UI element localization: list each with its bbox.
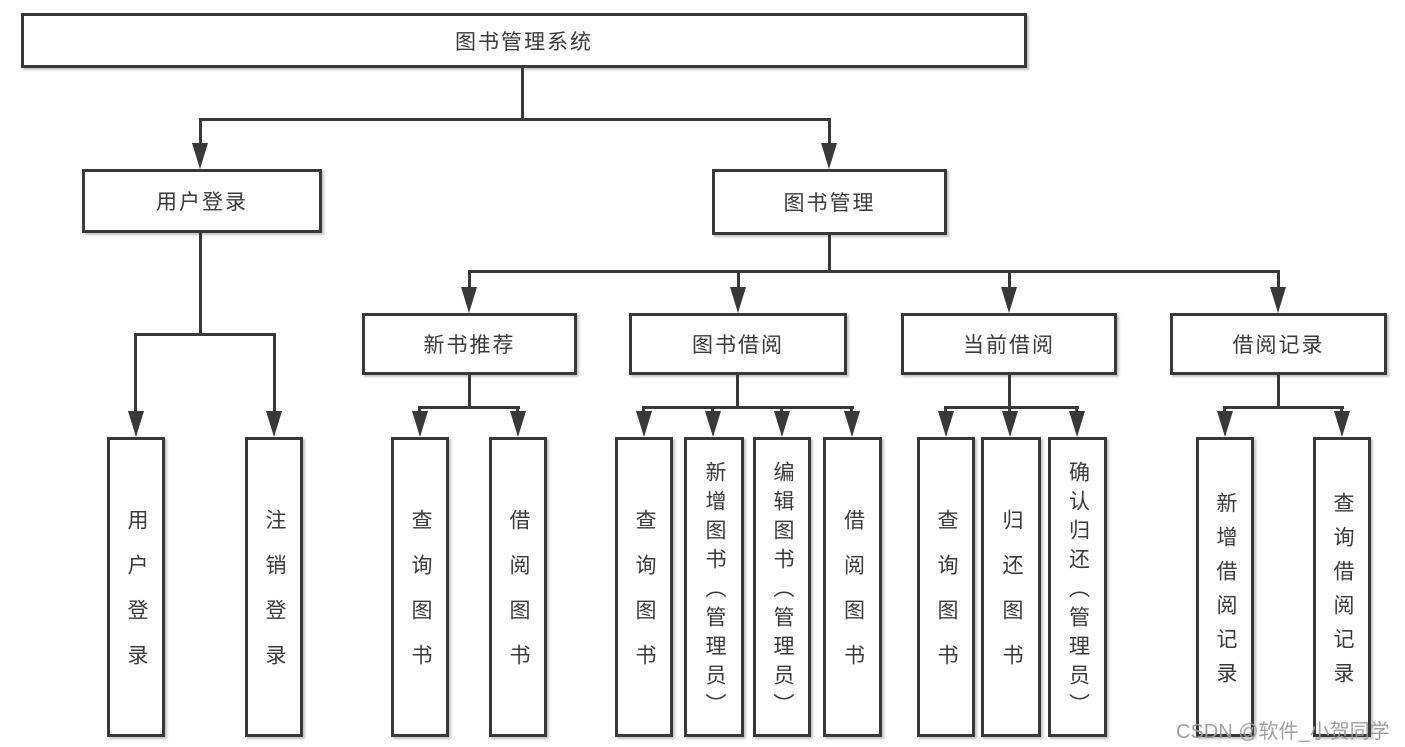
leaf-query-borrow-record: 查询借阅记录: [1313, 437, 1371, 737]
node-book-borrowing: 图书借阅: [629, 313, 847, 375]
connector-group3-horizontal: [643, 406, 854, 409]
arrowhead-new-books: [461, 287, 477, 313]
connector-group1-horizontal: [134, 333, 276, 336]
connector-group2-vertical: [468, 375, 471, 409]
node-root: 图书管理系统: [21, 13, 1027, 68]
node-book-management: 图书管理: [712, 169, 947, 235]
arrowhead-leaf-login: [128, 411, 144, 437]
leaf-add-books-admin-label: 新增图书（管理员）: [703, 460, 726, 722]
leaf-logout: 注销登录: [245, 437, 303, 737]
node-user-login: 用户登录: [82, 169, 322, 233]
connector-group1-stub-1: [134, 333, 137, 415]
leaf-borrow-books-recommend-label: 借阅图书: [507, 509, 530, 689]
leaf-logout-label: 注销登录: [263, 509, 286, 689]
arrowhead-g3-leaf1: [636, 411, 652, 437]
leaf-borrow-books-recommend: 借阅图书: [489, 437, 547, 737]
node-borrowing-records-label: 借阅记录: [1232, 334, 1325, 357]
leaf-edit-books-admin-label: 编辑图书（管理员）: [771, 460, 794, 722]
leaf-borrow-books-label: 借阅图书: [841, 509, 865, 689]
leaf-borrow-books: 借阅图书: [823, 437, 882, 737]
arrowhead-g5-leaf2: [1334, 411, 1350, 437]
connector-stub-borrowing: [737, 270, 740, 292]
leaf-query-books-current: 查询图书: [917, 437, 975, 737]
connector-stub-current: [1008, 270, 1011, 292]
node-borrowing-records: 借阅记录: [1170, 313, 1387, 375]
node-new-book-recommend-label: 新书推荐: [423, 334, 516, 357]
arrowhead-g4-leaf3: [1069, 411, 1085, 437]
arrowhead-g3-leaf3: [774, 411, 790, 437]
connector-user-login-vertical: [199, 233, 202, 336]
watermark-text: CSDN @软件_小贺同学: [1176, 721, 1390, 743]
connector-group3-vertical: [736, 375, 739, 409]
connector-group2-horizontal: [419, 406, 520, 409]
arrowhead-g5-leaf1: [1217, 411, 1233, 437]
connector-stub-user-login: [199, 118, 202, 148]
arrowhead-current: [1001, 287, 1017, 313]
node-book-borrowing-label: 图书借阅: [692, 334, 784, 357]
node-current-borrowing: 当前借阅: [901, 313, 1117, 375]
leaf-edit-books-admin: 编辑图书（管理员）: [753, 437, 811, 737]
arrowhead-g4-leaf1: [938, 411, 954, 437]
node-book-management-label: 图书管理: [783, 192, 876, 215]
connector-group5-vertical: [1277, 375, 1280, 409]
leaf-return-books: 归还图书: [981, 437, 1041, 737]
connector-group1-stub-2: [273, 333, 276, 415]
leaf-confirm-return-admin-label: 确认归还（管理员）: [1066, 460, 1090, 722]
node-new-book-recommend: 新书推荐: [362, 313, 577, 375]
leaf-return-books-label: 归还图书: [1000, 509, 1023, 689]
connector-root-vertical: [521, 68, 524, 120]
leaf-add-books-admin: 新增图书（管理员）: [684, 437, 744, 737]
node-user-login-label: 用户登录: [156, 191, 248, 214]
node-root-label: 图书管理系统: [455, 30, 593, 54]
leaf-add-borrow-record-label: 新增借阅记录: [1214, 491, 1237, 696]
connector-stub-records: [1277, 270, 1280, 292]
leaf-query-books-recommend: 查询图书: [391, 437, 449, 737]
connector-group4-horizontal: [945, 406, 1079, 409]
leaf-add-borrow-record: 新增借阅记录: [1196, 437, 1254, 737]
connector-stub-book-mgmt: [828, 118, 831, 148]
leaf-query-books-borrowing-label: 查询图书: [633, 509, 656, 689]
arrowhead-g4-leaf2: [1002, 411, 1018, 437]
node-current-borrowing-label: 当前借阅: [963, 334, 1055, 357]
connector-book-mgmt-vertical: [828, 235, 831, 273]
arrowhead-g3-leaf4: [844, 411, 860, 437]
leaf-query-borrow-record-label: 查询借阅记录: [1331, 491, 1354, 696]
arrowhead-records: [1270, 287, 1286, 313]
arrowhead-g2-leaf2: [510, 411, 526, 437]
leaf-query-books-recommend-label: 查询图书: [409, 509, 432, 689]
arrowhead-user-login: [192, 143, 208, 169]
connector-level2-horizontal: [199, 118, 831, 121]
arrowhead-g2-leaf1: [412, 411, 428, 437]
leaf-user-login: 用户登录: [107, 437, 165, 737]
arrowhead-leaf-logout: [266, 411, 282, 437]
arrowhead-g3-leaf2: [705, 411, 721, 437]
leaf-user-login-label: 用户登录: [125, 509, 148, 689]
connector-stub-new-books: [468, 270, 471, 292]
arrowhead-borrowing: [730, 287, 746, 313]
leaf-query-books-current-label: 查询图书: [935, 509, 958, 689]
leaf-query-books-borrowing: 查询图书: [615, 437, 673, 737]
connector-group4-vertical: [1008, 375, 1011, 409]
leaf-confirm-return-admin: 确认归还（管理员）: [1048, 437, 1107, 737]
arrowhead-book-mgmt: [821, 143, 837, 169]
connector-group5-horizontal: [1224, 406, 1344, 409]
connector-level3-horizontal: [468, 270, 1280, 273]
